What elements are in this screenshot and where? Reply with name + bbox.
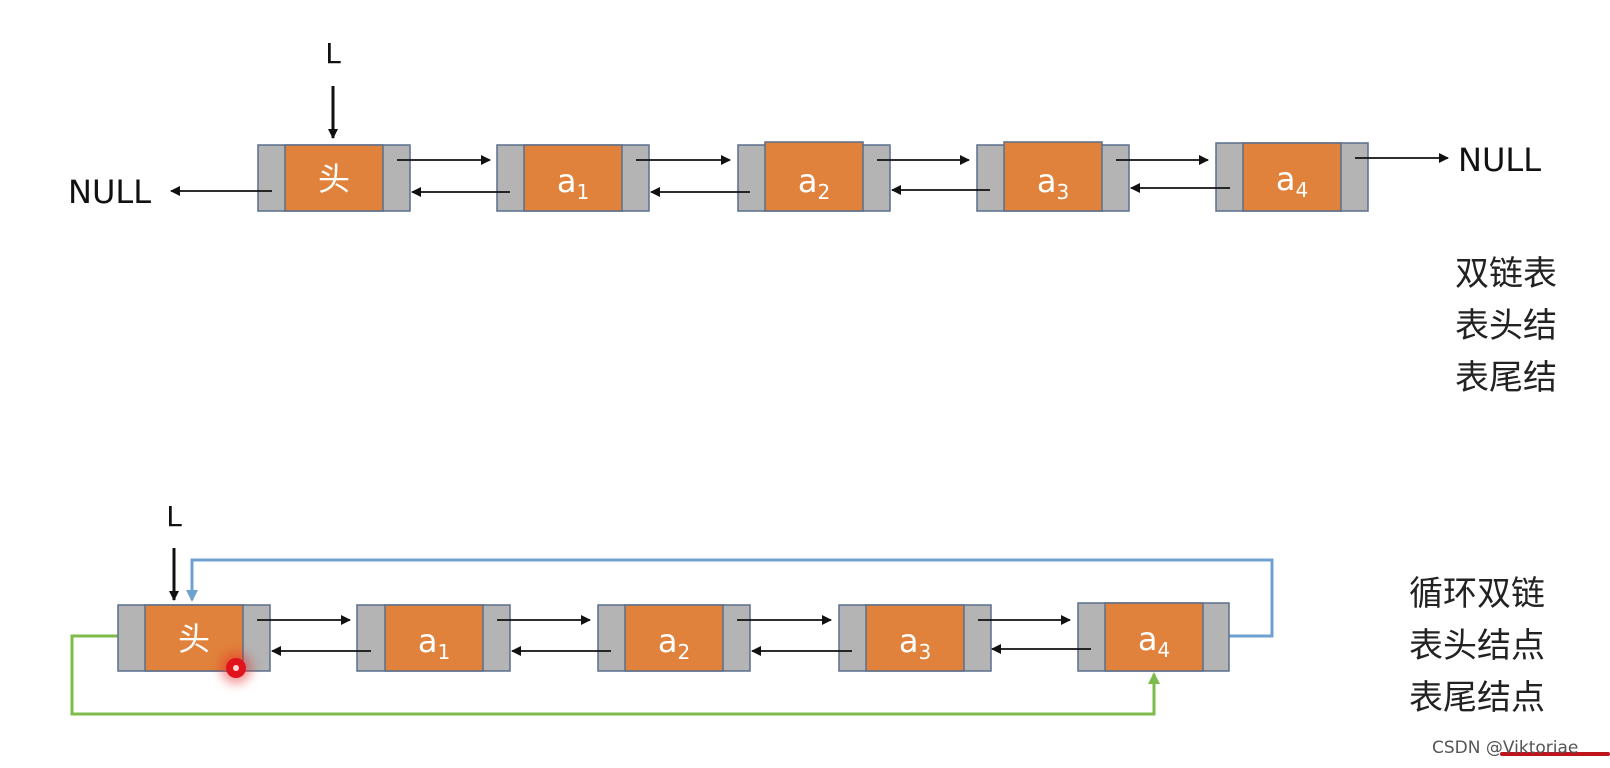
top-head-node: 头 <box>257 144 411 212</box>
bottom-head-label: 头 <box>178 620 210 658</box>
description-line: 循环双链 <box>1409 574 1545 614</box>
top-description: 双链表 表头结 表尾结 <box>1455 248 1557 404</box>
bottom-description: 循环双链 表头结点 表尾结点 <box>1409 568 1545 724</box>
top-node-a2: a2 <box>737 141 891 212</box>
bottom-node-a3: a3 <box>838 604 992 672</box>
annotation-underline <box>1500 752 1610 756</box>
circular-next-link <box>186 558 1274 638</box>
bottom-pointer-label: L <box>166 500 182 533</box>
top-node-a3: a3 <box>976 141 1130 212</box>
circular-prior-link <box>70 634 1160 716</box>
bottom-node-label: a2 <box>658 622 690 664</box>
top-node-a1: a1 <box>496 144 650 212</box>
bottom-head-node: 头 <box>117 604 271 672</box>
description-line: 表头结 <box>1455 306 1557 346</box>
description-line: 表头结点 <box>1409 626 1545 666</box>
bottom-node-a1: a1 <box>356 604 511 672</box>
bottom-node-label: a1 <box>418 622 450 664</box>
bottom-node-label: a3 <box>899 622 931 664</box>
top-node-label: a3 <box>1037 162 1069 204</box>
top-list: L NULL NULL 头 a1 a2 a3 <box>68 37 1541 212</box>
top-right-null: NULL <box>1458 141 1541 179</box>
description-line: 表尾结 <box>1455 358 1557 398</box>
bottom-node-a4: a4 <box>1077 602 1230 672</box>
pointer-highlight <box>226 658 246 678</box>
top-left-null: NULL <box>68 173 151 211</box>
watermark: CSDN @Viktoriae <box>1432 738 1579 758</box>
top-head-label: 头 <box>318 160 350 198</box>
description-line: 表尾结点 <box>1409 678 1545 718</box>
bottom-node-a2: a2 <box>597 604 751 672</box>
description-line: 双链表 <box>1455 254 1557 294</box>
bottom-node-label: a4 <box>1138 620 1170 662</box>
top-node-label: a4 <box>1276 160 1308 202</box>
bottom-list: L 头 a1 a2 a3 <box>70 500 1274 716</box>
top-node-label: a2 <box>798 162 830 204</box>
top-node-a4: a4 <box>1215 142 1369 212</box>
top-pointer-label: L <box>325 37 341 70</box>
top-node-label: a1 <box>557 162 589 204</box>
